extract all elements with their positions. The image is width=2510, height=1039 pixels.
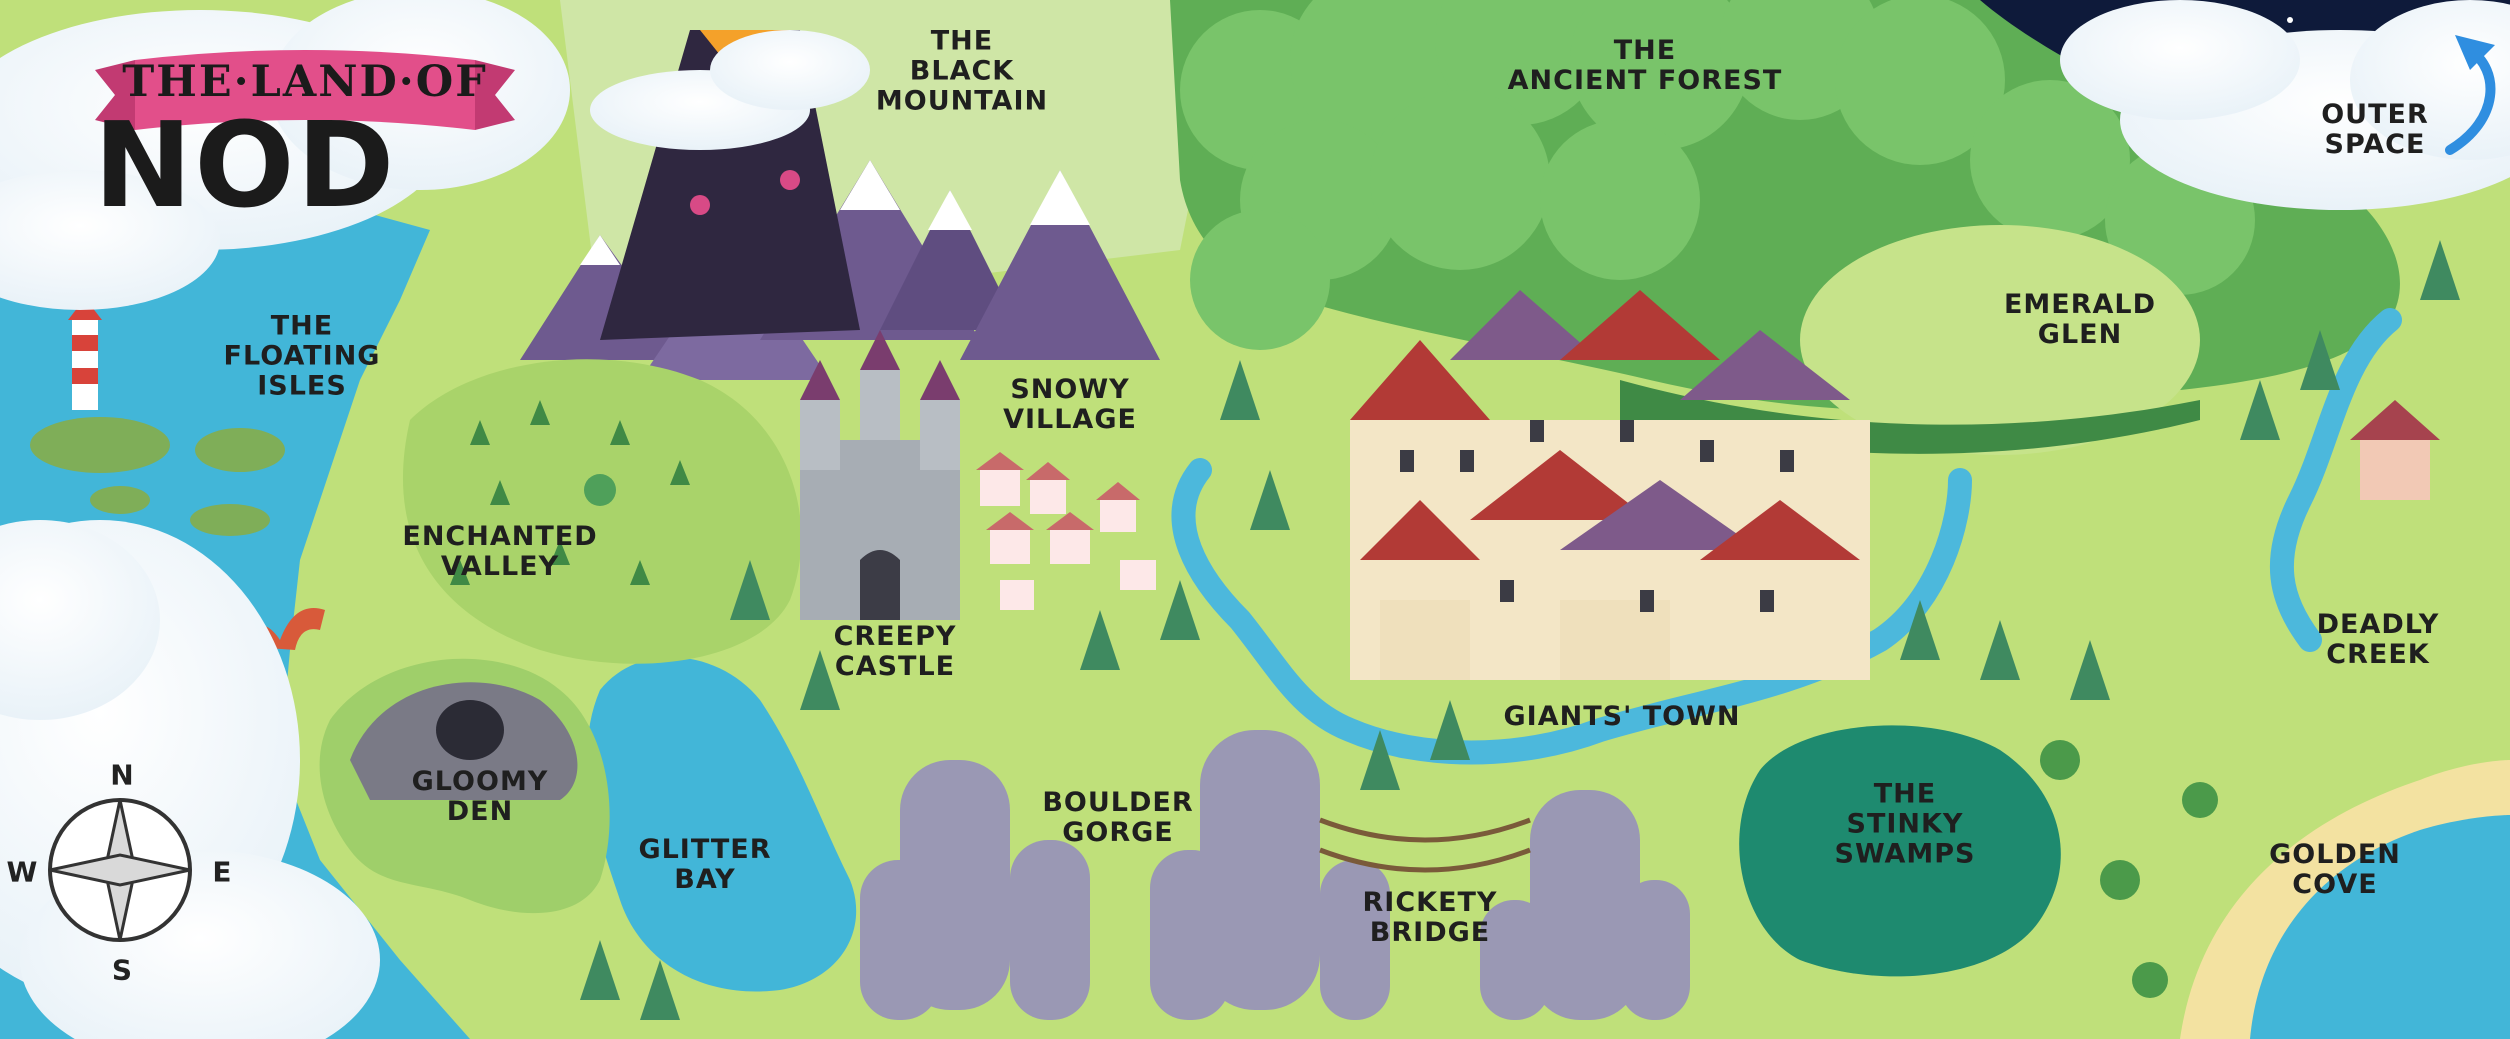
label-ancient-forest: THE ANCIENT FOREST: [1507, 34, 1783, 96]
label-deadly-creek: DEADLY CREEK: [2316, 608, 2440, 670]
giants-town-windows: [1400, 420, 1794, 612]
valley-trees: [450, 400, 690, 585]
dino-icon: [584, 474, 616, 506]
boulder-gorge-rocks: [860, 730, 1690, 1020]
label-glitter-bay: GLITTER BAY: [638, 833, 772, 895]
palm-trees: [2040, 740, 2218, 998]
label-gloomy-den: GLOOMY DEN: [411, 765, 549, 827]
rickety-bridge-ropes: [1319, 817, 1531, 873]
label-floating-isles: THE FLOATING ISLES: [223, 310, 381, 403]
label-snowy-village: SNOWY VILLAGE: [1003, 373, 1137, 435]
stinky-swamps-water: [1739, 725, 2061, 977]
label-rickety-bridge: RICKETY BRIDGE: [1362, 886, 1498, 948]
label-outer-space: OUTER SPACE: [2321, 98, 2429, 160]
outer-space-arrowhead: [2455, 35, 2495, 70]
pine-trees: [580, 240, 2460, 1020]
glitter-bay-water: [587, 657, 857, 992]
label-stinky-swamps: THE STINKY SWAMPS: [1834, 778, 1976, 871]
label-giants-town: GIANTS' TOWN: [1503, 700, 1741, 732]
label-creepy-castle: CREEPY CASTLE: [833, 620, 957, 682]
title-banner: [95, 50, 515, 130]
deadly-creek-cottage: [2350, 400, 2440, 500]
compass-west: W: [6, 855, 38, 889]
emerald-glen-clearing: [1800, 225, 2200, 455]
gloomy-den-cave: [436, 700, 504, 760]
dragons-icon: [690, 170, 800, 215]
cloud-black-mountain: [590, 30, 870, 150]
compass-south: S: [111, 953, 133, 987]
snowy-village-roofs: [976, 452, 1140, 530]
compass-north: N: [110, 758, 134, 792]
forest-tree-clumps: [1180, 0, 2255, 350]
label-enchanted-valley: ENCHANTED VALLEY: [402, 520, 598, 582]
label-golden-cove: GOLDEN COVE: [2269, 838, 2401, 900]
river: [1171, 308, 2402, 765]
floating-isles-rocks: [30, 417, 285, 536]
creepy-castle-building: [800, 330, 960, 620]
label-black-mountain: THE BLACK MOUNTAIN: [875, 25, 1049, 118]
title-line2: NOD: [93, 96, 397, 234]
snowy-village-houses: [980, 470, 1156, 610]
label-emerald-glen: EMERALD GLEN: [2003, 288, 2157, 350]
label-boulder-gorge: BOULDER GORGE: [1042, 786, 1194, 848]
enchanted-valley-hill: [402, 359, 802, 664]
golden-cove-water: [2250, 815, 2510, 1039]
compass-east: E: [212, 855, 232, 889]
lighthouse-icon: [68, 298, 102, 410]
compass-rose-icon: [48, 798, 192, 942]
title-line1: THE·LAND·OF: [122, 57, 488, 107]
